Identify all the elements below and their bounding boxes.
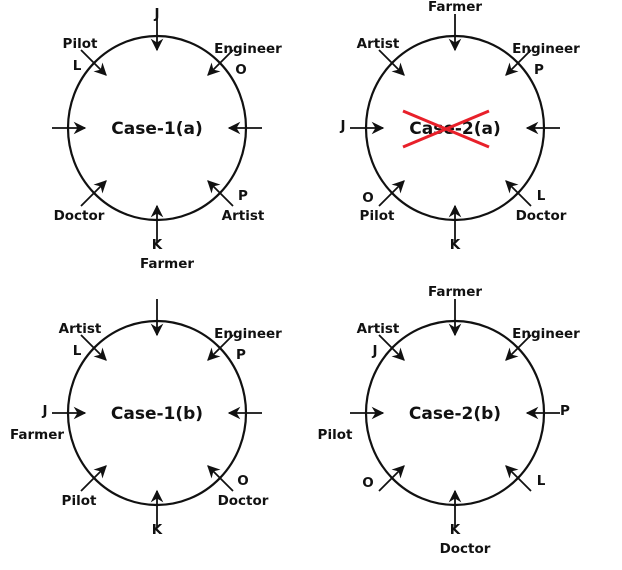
profession-label: Pilot: [360, 208, 395, 224]
person-label: K: [152, 522, 163, 538]
profession-label: Pilot: [62, 493, 97, 509]
facing-arrow-bottom-left: [80, 180, 107, 207]
cross-out-mark: [402, 109, 490, 149]
profession-label: Doctor: [218, 493, 269, 509]
profession-label: Pilot: [63, 36, 98, 52]
facing-arrow-bottom-right: [207, 465, 234, 492]
facing-arrow-bottom-right: [505, 465, 532, 492]
profession-label: Pilot: [318, 427, 353, 443]
person-label: O: [362, 475, 373, 491]
person-label: O: [237, 473, 248, 489]
profession-label: Farmer: [428, 0, 482, 15]
profession-label: Artist: [357, 36, 400, 52]
profession-label: Artist: [357, 321, 400, 337]
person-label: J: [339, 118, 345, 134]
person-label: O: [235, 62, 246, 78]
facing-arrow-top-left: [378, 49, 405, 76]
profession-label: Doctor: [54, 208, 105, 224]
case-title: Case-2(b): [409, 404, 501, 424]
facing-arrow-top-left: [378, 334, 405, 361]
profession-label: Doctor: [440, 541, 491, 557]
person-label: P: [560, 403, 570, 419]
person-label: K: [152, 237, 163, 253]
person-label: L: [73, 58, 82, 74]
person-label: J: [153, 6, 159, 22]
case-title: Case-1(a): [111, 119, 203, 139]
case-title: Case-2(a): [409, 119, 501, 139]
profession-label: Farmer: [140, 256, 194, 272]
person-label: O: [362, 190, 373, 206]
profession-label: Engineer: [214, 326, 282, 342]
facing-arrow-bottom-left: [378, 180, 405, 207]
profession-label: Doctor: [516, 208, 567, 224]
facing-arrow-top-left: [80, 49, 107, 76]
profession-label: Engineer: [214, 41, 282, 57]
facing-arrow-top-right: [207, 334, 234, 361]
profession-label: Artist: [59, 321, 102, 337]
person-label: P: [236, 347, 246, 363]
person-label: L: [73, 343, 82, 359]
person-label: L: [537, 188, 546, 204]
facing-arrow-bottom-left: [80, 465, 107, 492]
profession-label: Farmer: [10, 427, 64, 443]
person-label: P: [534, 62, 544, 78]
case-title: Case-1(b): [111, 404, 203, 424]
profession-label: Engineer: [512, 41, 580, 57]
person-label: J: [41, 403, 47, 419]
profession-label: Farmer: [428, 284, 482, 300]
facing-arrow-top-right: [207, 49, 234, 76]
facing-arrow-top-left: [80, 334, 107, 361]
person-label: K: [450, 237, 461, 253]
facing-arrow-bottom-left: [378, 465, 405, 492]
person-label: L: [537, 473, 546, 489]
person-label: P: [238, 188, 248, 204]
facing-arrow-bottom-right: [207, 180, 234, 207]
facing-arrow-bottom-right: [505, 180, 532, 207]
profession-label: Engineer: [512, 326, 580, 342]
profession-label: Artist: [222, 208, 265, 224]
person-label: J: [371, 343, 377, 359]
person-label: K: [450, 522, 461, 538]
facing-arrow-top-right: [505, 334, 532, 361]
facing-arrow-top-right: [505, 49, 532, 76]
